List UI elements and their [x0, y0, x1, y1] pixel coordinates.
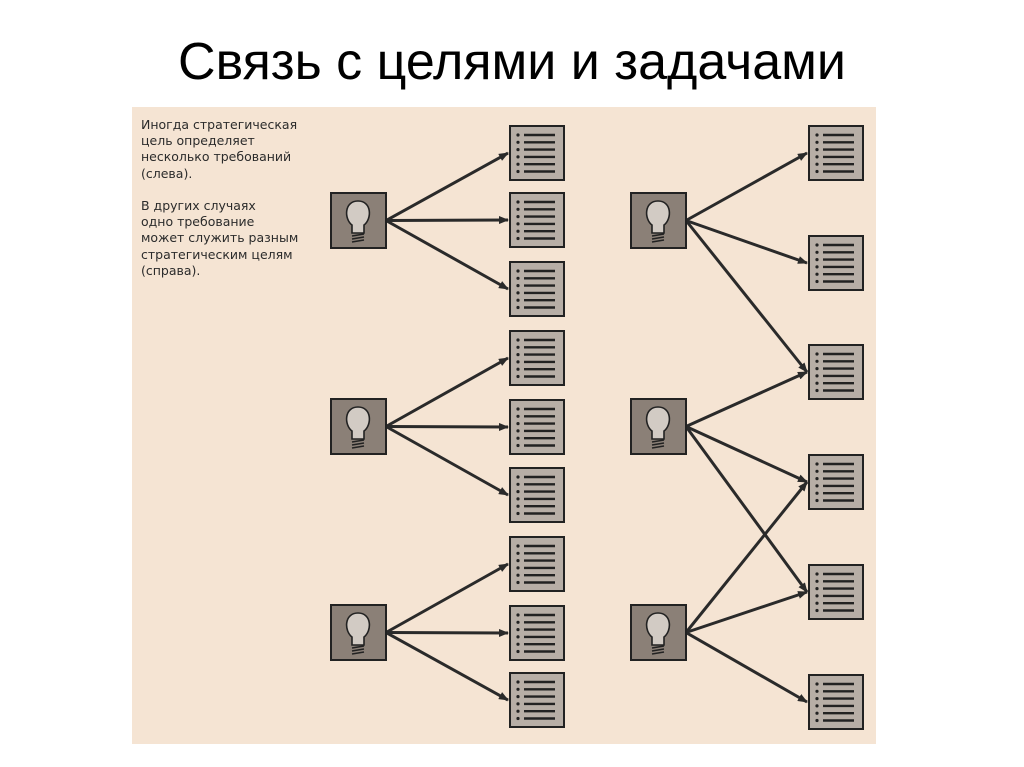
- right-arrow-1: [685, 151, 808, 222]
- list-document-icon: [516, 613, 555, 654]
- boxes-group: [330, 125, 864, 730]
- list-document-icon: [516, 680, 555, 721]
- right-goal-box-3: [630, 604, 687, 661]
- list-document-icon: [815, 133, 854, 174]
- left-arrow-4: [385, 356, 509, 428]
- left-arrow-7: [385, 562, 509, 634]
- right-requirement-box-6: [808, 674, 864, 730]
- left-requirement-box-7: [509, 536, 565, 592]
- list-document-icon: [815, 243, 854, 284]
- left-arrow-9: [385, 631, 509, 702]
- list-document-icon: [516, 338, 555, 379]
- right-arrow-4: [685, 370, 808, 428]
- right-arrow-9: [685, 631, 808, 704]
- right-goal-box-1: [630, 192, 687, 249]
- left-requirement-box-8: [509, 605, 565, 661]
- left-requirement-box-6: [509, 467, 565, 523]
- list-document-icon: [815, 682, 854, 723]
- left-goal-box-3: [330, 604, 387, 661]
- left-arrow-3: [385, 219, 509, 291]
- list-document-icon: [815, 462, 854, 503]
- left-goal-box-2: [330, 398, 387, 455]
- list-document-icon: [815, 572, 854, 613]
- left-requirement-box-2: [509, 192, 565, 248]
- right-requirement-box-4: [808, 454, 864, 510]
- right-arrow-8: [685, 590, 808, 634]
- left-requirement-box-4: [509, 330, 565, 386]
- caption-text: Иногда стратегическая цель определяет не…: [141, 117, 321, 279]
- slide-title: Связь с целями и задачами: [178, 33, 846, 91]
- list-document-icon: [516, 544, 555, 585]
- right-arrow-2: [685, 219, 808, 265]
- list-document-icon: [516, 407, 555, 448]
- arrows-group: [385, 151, 809, 704]
- caption-paragraph-1: Иногда стратегическая цель определяет не…: [141, 117, 298, 181]
- lightbulb-icon: [345, 200, 371, 243]
- left-arrow-1: [385, 151, 509, 222]
- left-arrow-8: [385, 628, 509, 637]
- left-goal-box-1: [330, 192, 387, 249]
- left-requirement-box-3: [509, 261, 565, 317]
- right-goal-box-2: [630, 398, 687, 455]
- left-requirement-box-9: [509, 672, 565, 728]
- list-document-icon: [516, 200, 555, 241]
- left-requirement-box-5: [509, 399, 565, 455]
- right-requirement-box-2: [808, 235, 864, 291]
- list-document-icon: [516, 133, 555, 174]
- list-document-icon: [516, 269, 555, 310]
- left-arrow-5: [385, 422, 509, 431]
- list-document-icon: [815, 352, 854, 393]
- right-arrow-3: [684, 219, 809, 373]
- lightbulb-icon: [345, 612, 371, 655]
- right-requirement-box-5: [808, 564, 864, 620]
- left-requirement-box-1: [509, 125, 565, 181]
- right-arrow-7: [684, 481, 809, 634]
- lightbulb-icon: [645, 200, 671, 243]
- right-requirement-box-1: [808, 125, 864, 181]
- right-arrow-5: [685, 425, 808, 484]
- caption-paragraph-2: В других случаях одно требование может с…: [141, 198, 299, 278]
- right-arrow-6: [684, 425, 809, 593]
- lightbulb-icon: [645, 612, 671, 655]
- left-arrow-6: [385, 425, 509, 497]
- lightbulb-icon: [345, 406, 371, 449]
- left-arrow-2: [385, 216, 509, 225]
- list-document-icon: [516, 475, 555, 516]
- lightbulb-icon: [645, 406, 671, 449]
- right-requirement-box-3: [808, 344, 864, 400]
